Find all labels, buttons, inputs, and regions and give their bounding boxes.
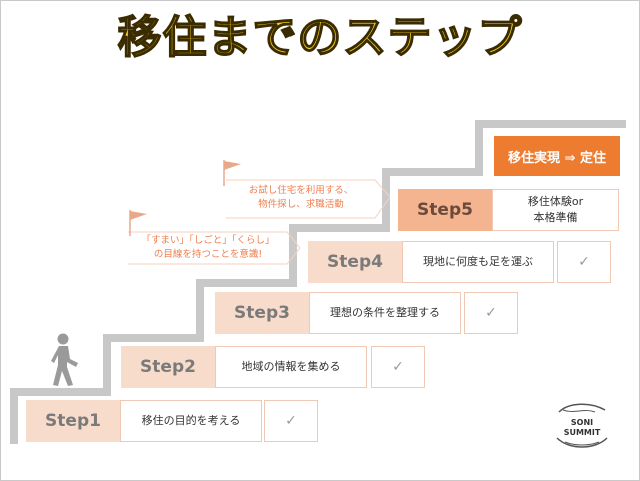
tip-bubble-upper: お試し住宅を利用する、 物件探し、求職活動 [226, 184, 376, 212]
tip-text-line: 「すまい」「しごと」「くらし」 [141, 235, 275, 246]
step3-check-box[interactable]: ✓ [464, 292, 518, 334]
step5-desc-line: 移住体験or [527, 195, 584, 208]
step3-description: 理想の条件を整理する [309, 292, 461, 334]
flag-icon [223, 160, 241, 186]
step5-desc-line: 本格準備 [533, 211, 578, 224]
soni-summit-logo [556, 403, 608, 448]
step4-label: Step4 [308, 241, 402, 283]
tip-bubble-lower: 「すまい」「しごと」「くらし」 の目線を持つことを意識! [128, 234, 288, 262]
step4-check-box[interactable]: ✓ [557, 241, 611, 283]
tip-text-line: の目線を持つことを意識! [153, 249, 263, 260]
step2-label: Step2 [121, 346, 215, 388]
step2-check-box[interactable]: ✓ [371, 346, 425, 388]
goal-box: 移住実現 ⇒ 定住 [494, 136, 620, 176]
bubble-arrow-upper [226, 179, 391, 219]
logo-line: SONI [570, 418, 594, 427]
flag-icon [129, 210, 147, 236]
step5-label: Step5 [398, 189, 492, 231]
tip-text-line: お試し住宅を利用する、 [248, 185, 354, 196]
step2-description: 地域の情報を集める [215, 346, 367, 388]
logo-line: SUMMIT [563, 428, 601, 437]
walking-person-icon [51, 333, 78, 386]
step5-description: 移住体験or 本格準備 [492, 189, 619, 231]
page-title: 移住までのステップ [117, 11, 523, 64]
bubble-arrow-lower [128, 231, 301, 265]
step1-label: Step1 [26, 400, 120, 442]
step3-label: Step3 [215, 292, 309, 334]
step1-description: 移住の目的を考える [120, 400, 262, 442]
step4-description: 現地に何度も足を運ぶ [402, 241, 554, 283]
logo-text: SONI SUMMIT [551, 418, 613, 438]
tip-text-line: 物件探し、求職活動 [258, 199, 344, 210]
step1-check-box[interactable]: ✓ [264, 400, 318, 442]
